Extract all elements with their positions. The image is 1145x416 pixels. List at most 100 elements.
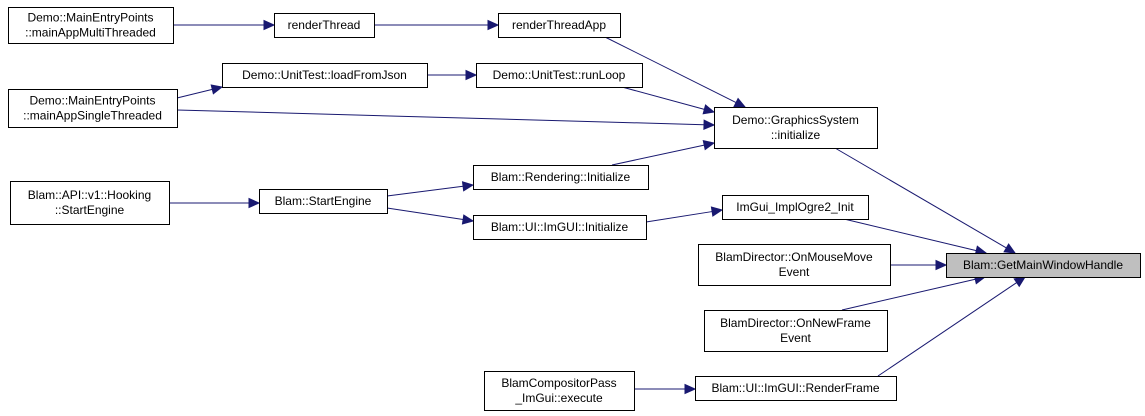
edge-renderThread-to-renderThreadApp: [374, 19, 500, 31]
node-box[interactable]: [704, 310, 888, 352]
edge-line: [834, 147, 1007, 249]
edge-arrowhead: [1013, 276, 1027, 288]
node-mainAppMultiThreaded[interactable]: Demo::MainEntryPoints::mainAppMultiThrea…: [8, 7, 174, 44]
edge-arrowhead: [702, 104, 716, 115]
node-startEngine[interactable]: Blam::StartEngine: [259, 189, 388, 214]
edge-line: [621, 86, 705, 110]
node-box[interactable]: [473, 215, 647, 240]
node-label: BlamDirector::OnNewFrame: [720, 316, 871, 330]
node-box[interactable]: [722, 195, 869, 220]
node-box[interactable]: [714, 107, 878, 149]
node-label: Blam::UI::ImGUI::Initialize: [491, 220, 629, 234]
node-box[interactable]: [8, 89, 178, 128]
node-label: Demo::MainEntryPoints: [27, 11, 153, 25]
node-box[interactable]: [946, 253, 1141, 278]
node-box[interactable]: [476, 63, 643, 88]
edge-line: [841, 278, 976, 311]
edge-arrowhead: [703, 119, 716, 130]
node-label: ::mainAppMultiThreaded: [25, 26, 156, 40]
edge-arrowhead: [702, 140, 716, 151]
edge-arrowhead: [465, 69, 478, 81]
node-graphicsInitialize[interactable]: Demo::GraphicsSystem::initialize: [714, 107, 878, 149]
node-label: Blam::API::v1::Hooking: [28, 188, 151, 202]
edge-arrowhead: [733, 97, 747, 108]
edge-arrowhead: [935, 259, 948, 271]
edge-hookingStartEngine-to-startEngine: [169, 197, 261, 209]
node-loadFromJson[interactable]: Demo::UnitTest::loadFromJson: [222, 63, 428, 88]
edge-mainAppSingleThreaded-to-loadFromJson: [176, 84, 224, 99]
edge-line: [176, 88, 213, 99]
node-renderingInitialize[interactable]: Blam::Rendering::Initialize: [473, 165, 649, 190]
edge-line: [611, 144, 705, 166]
edge-mainAppMultiThreaded-to-renderThread: [173, 19, 276, 31]
edge-startEngine-to-renderingInitialize: [386, 181, 475, 197]
node-label: Demo::GraphicsSystem: [732, 113, 859, 127]
node-box[interactable]: [498, 13, 621, 38]
node-label: _ImGui::execute: [514, 391, 603, 405]
edge-arrowhead: [487, 19, 500, 31]
edge-compositorPassExecute-to-uiImguiRenderFrame: [634, 383, 697, 395]
edge-arrowhead: [248, 197, 261, 209]
edge-line: [645, 211, 713, 223]
node-runLoop[interactable]: Demo::UnitTest::runLoop: [476, 63, 643, 88]
node-label: Blam::Rendering::Initialize: [491, 170, 631, 184]
node-label: ::initialize: [771, 128, 821, 142]
edge-line: [604, 36, 737, 103]
edge-arrowhead: [461, 181, 475, 192]
node-box[interactable]: [259, 189, 388, 214]
node-uiImguiRenderFrame[interactable]: Blam::UI::ImGUI::RenderFrame: [695, 376, 897, 401]
edges: [169, 19, 1027, 395]
node-label: ::StartEngine: [55, 203, 125, 217]
edge-line: [386, 185, 464, 197]
node-renderThreadApp[interactable]: renderThreadApp: [498, 13, 621, 38]
node-hookingStartEngine[interactable]: Blam::API::v1::Hooking::StartEngine: [10, 181, 170, 225]
node-box[interactable]: [473, 165, 649, 190]
node-box[interactable]: [484, 371, 635, 411]
node-label: BlamDirector::OnMouseMove: [715, 250, 873, 264]
node-label: Event: [780, 331, 811, 345]
node-label: Blam::GetMainWindowHandle: [963, 258, 1123, 272]
edge-arrowhead: [210, 84, 224, 95]
edge-renderingInitialize-to-graphicsInitialize: [611, 140, 716, 166]
node-imguiImplOgre2Init[interactable]: ImGui_ImplOgre2_Init: [722, 195, 869, 220]
node-compositorPassExecute[interactable]: BlamCompositorPass_ImGui::execute: [484, 371, 635, 411]
edge-uiImguiInitialize-to-imguiImplOgre2Init: [645, 206, 724, 223]
node-label: Blam::UI::ImGUI::RenderFrame: [711, 381, 879, 395]
node-box[interactable]: [695, 376, 897, 401]
node-label: renderThread: [288, 18, 361, 32]
node-renderThread[interactable]: renderThread: [274, 13, 375, 38]
edge-renderThreadApp-to-graphicsInitialize: [604, 36, 747, 108]
edge-onMouseMoveEvent-to-getMainWindowHandle: [890, 259, 948, 271]
edge-mainAppSingleThreaded-to-graphicsInitialize: [176, 109, 716, 130]
edge-loadFromJson-to-runLoop: [427, 69, 478, 81]
edge-arrowhead: [1003, 243, 1017, 254]
node-box[interactable]: [222, 63, 428, 88]
node-label: renderThreadApp: [512, 18, 606, 32]
edge-graphicsInitialize-to-getMainWindowHandle: [834, 147, 1017, 254]
edge-runLoop-to-graphicsInitialize: [621, 86, 716, 115]
node-box[interactable]: [274, 13, 375, 38]
node-label: Demo::UnitTest::runLoop: [493, 68, 626, 82]
node-label: Event: [779, 265, 810, 279]
node-uiImguiInitialize[interactable]: Blam::UI::ImGUI::Initialize: [473, 215, 647, 240]
node-box[interactable]: [698, 244, 891, 286]
edge-arrowhead: [263, 19, 276, 31]
node-label: Demo::MainEntryPoints: [29, 94, 155, 108]
edge-line: [877, 282, 1017, 377]
edge-line: [176, 109, 705, 126]
node-box[interactable]: [8, 7, 174, 44]
node-getMainWindowHandle[interactable]: Blam::GetMainWindowHandle: [946, 253, 1141, 278]
edge-line: [386, 207, 464, 220]
edge-arrowhead: [461, 214, 475, 225]
edge-arrowhead: [684, 383, 697, 395]
node-box[interactable]: [10, 181, 170, 225]
node-label: Demo::UnitTest::loadFromJson: [242, 68, 407, 82]
node-label: Blam::StartEngine: [275, 194, 372, 208]
edge-startEngine-to-uiImguiInitialize: [386, 207, 475, 225]
node-label: ImGui_ImplOgre2_Init: [736, 200, 854, 214]
node-mainAppSingleThreaded[interactable]: Demo::MainEntryPoints::mainAppSingleThre…: [8, 89, 178, 128]
